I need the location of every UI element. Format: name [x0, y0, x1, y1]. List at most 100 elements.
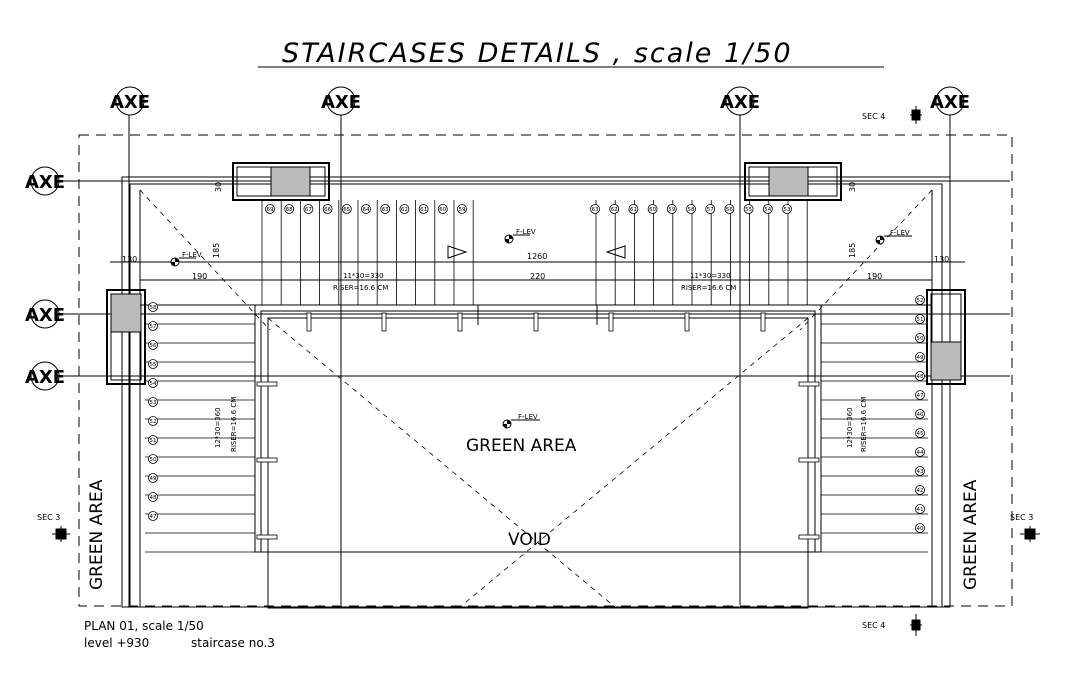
step-number-bubble: 40: [915, 523, 925, 533]
level-note: level +930: [84, 636, 149, 650]
step-number-bubble: 51: [915, 314, 925, 324]
dim-130-left: 130: [122, 255, 137, 264]
step-number: 57: [707, 207, 714, 213]
step-number-bubble: 48: [915, 371, 925, 381]
dim-30-left: 30: [214, 182, 223, 192]
step-number: 52: [917, 298, 924, 304]
step-number-bubble: 48: [148, 492, 158, 502]
axis-label: AXE: [25, 367, 65, 388]
void-diagonal-2: [459, 317, 809, 608]
step-number-bubble: 58: [686, 204, 696, 214]
level-marker-top: F-LEV: [504, 228, 536, 244]
step-number: 41: [917, 507, 924, 513]
railing-post: [306, 312, 312, 332]
step-number: 60: [439, 207, 446, 213]
axis-bubble-top-1: AXE: [110, 86, 150, 116]
railing-post: [760, 312, 766, 332]
step-number-bubble: 63: [590, 204, 600, 214]
step-number-bubble: 46: [915, 409, 925, 419]
step-number: 47: [917, 393, 924, 399]
step-number: 68: [286, 207, 293, 213]
railing-post: [457, 312, 463, 332]
step-number: 56: [726, 207, 733, 213]
step-number-bubble: 54: [762, 204, 773, 214]
green-area-center-label: GREEN AREA: [466, 436, 577, 456]
step-number-bubble: 42: [915, 485, 925, 495]
void-diagonal-1: [267, 317, 616, 608]
step-number-bubble: 57: [148, 321, 158, 331]
void-railing-inner: [267, 317, 809, 609]
step-number-bubble: 69: [265, 204, 275, 214]
step-number-bubble: 62: [609, 204, 620, 214]
level-marker-label: F-LEV: [518, 413, 538, 421]
railing-post: [798, 381, 820, 387]
section-marker-top: SEC 4: [862, 106, 922, 124]
green-area-right-label: GREEN AREA: [961, 479, 981, 590]
direction-arrow-left: [447, 245, 468, 259]
step-number: 57: [150, 324, 157, 330]
step-number-bubble: 66: [322, 204, 333, 214]
step-number: 46: [917, 412, 924, 418]
level-marker-center: F-LEV: [502, 413, 540, 429]
step-number: 63: [592, 207, 599, 213]
side-run-label-left: 12*30=360: [214, 407, 222, 448]
railing-post: [256, 534, 278, 540]
step-number-bubble: 47: [148, 511, 158, 521]
step-number-bubble: 52: [148, 416, 158, 426]
riser-label-left: RISER=16.6 CM: [333, 284, 388, 292]
section-label-top: SEC 4: [862, 112, 885, 121]
dim-185-right: 185: [848, 243, 857, 258]
step-number: 49: [150, 476, 157, 482]
step-number: 67: [305, 207, 312, 213]
stair-treads-top-right: [595, 200, 808, 305]
step-number: 51: [150, 438, 157, 444]
dim-185-left: 185: [212, 243, 221, 258]
step-number: 47: [150, 514, 157, 520]
step-number-bubble: 50: [915, 333, 925, 343]
step-number: 53: [150, 400, 157, 406]
step-number-bubble: 61: [628, 204, 639, 214]
step-number-bubble: 41: [915, 504, 925, 514]
step-number: 59: [668, 207, 675, 213]
level-marker-label: F-LEV: [516, 228, 536, 236]
step-number: 58: [688, 207, 695, 213]
step-number: 66: [324, 207, 331, 213]
step-number: 62: [401, 207, 408, 213]
step-number: 64: [363, 207, 370, 213]
railing-post: [533, 312, 539, 332]
railing-post: [256, 457, 278, 463]
run-label-right: 11*30=330: [690, 272, 731, 280]
step-number: 61: [630, 207, 637, 213]
railing-post: [798, 457, 820, 463]
stair-treads-top-left: [261, 200, 474, 305]
axis-label: AXE: [25, 172, 65, 193]
step-number-bubble: 54: [148, 378, 158, 388]
drawing-title: STAIRCASES DETAILS , scale 1/50: [282, 38, 793, 69]
corner-diagonal-tl: [139, 189, 271, 331]
outer-boundary: [78, 134, 1013, 607]
step-number: 50: [917, 336, 924, 342]
step-number-bubble: 55: [743, 204, 754, 214]
step-number-bubble: 52: [915, 295, 925, 305]
step-numbers-top-right: 63 62 61 60 59 58 57 56 55 54 53: [590, 204, 792, 214]
step-number: 55: [745, 207, 752, 213]
column-top-left: [232, 162, 330, 201]
step-number-bubble: 68: [284, 204, 295, 214]
step-number: 60: [649, 207, 656, 213]
level-marker-label: F-LEV: [182, 251, 202, 259]
section-marker-right: SEC 3: [1010, 513, 1040, 542]
step-number-bubble: 50: [148, 454, 158, 464]
step-number-bubble: 53: [782, 204, 792, 214]
side-riser-label-left: RISER=16.6 CM: [230, 397, 238, 452]
plan-note: PLAN 01, scale 1/50: [84, 619, 204, 633]
axis-bubble-top-4: AXE: [930, 86, 970, 116]
step-number: 50: [150, 457, 157, 463]
axis-bubble-left-1: AXE: [25, 166, 65, 196]
step-number-bubble: 59: [457, 204, 467, 214]
step-number: 55: [150, 362, 157, 368]
step-number: 49: [917, 355, 924, 361]
railing-posts: [256, 312, 820, 540]
step-number-bubble: 47: [915, 390, 925, 400]
